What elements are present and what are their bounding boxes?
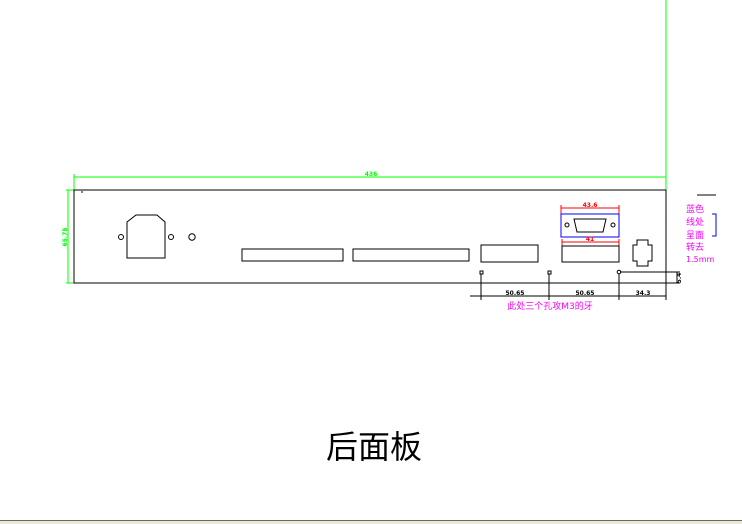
- hole-spacing-1-label: 50.65: [506, 290, 525, 297]
- slot-width-label: 41: [586, 236, 594, 243]
- hole-tapping-note: 此处三个孔攻M3的牙: [507, 300, 593, 312]
- db9-width-label: 43.6: [583, 202, 598, 209]
- side-note-line-4: 转去: [686, 241, 704, 253]
- panel-outline: [73, 189, 667, 284]
- small-connector-cutout: [632, 239, 653, 267]
- side-note-line-2: 线处: [686, 216, 704, 228]
- db9-connector-icon: [573, 218, 607, 233]
- side-note-line-3: 呈面: [686, 230, 704, 241]
- overall-height-dimension: [66, 189, 74, 284]
- m3-hole-2: [547, 270, 552, 275]
- status-bar: [0, 520, 742, 524]
- side-note-line-1: 蓝色: [686, 203, 704, 215]
- drawing-title: 后面板: [326, 428, 422, 466]
- inlet-mount-hole-left: [118, 234, 124, 240]
- side-note-line-5: 1.5mm: [686, 255, 715, 264]
- hole-height-label: 5.4: [676, 273, 683, 284]
- db9-recess-outline: [560, 213, 620, 238]
- power-inlet-cutout: [126, 214, 166, 259]
- highlight-bracket: [712, 213, 717, 237]
- edge-offset-label: 34.3: [636, 290, 651, 297]
- ground-hole: [188, 233, 196, 241]
- connector-slot-4: [561, 245, 620, 263]
- connector-slot-2: [352, 248, 470, 262]
- overall-width-dimension: [73, 0, 667, 190]
- inlet-mount-hole-right: [168, 234, 174, 240]
- hole-spacing-2-label: 50.65: [576, 290, 595, 297]
- hole-spacing-dimensions: [470, 271, 680, 300]
- connector-slot-3: [480, 244, 539, 263]
- overall-height-label: 65.75: [62, 228, 69, 247]
- overall-width-label: 436: [365, 171, 378, 178]
- connector-slot-1: [241, 248, 344, 262]
- m3-hole-1: [479, 270, 484, 275]
